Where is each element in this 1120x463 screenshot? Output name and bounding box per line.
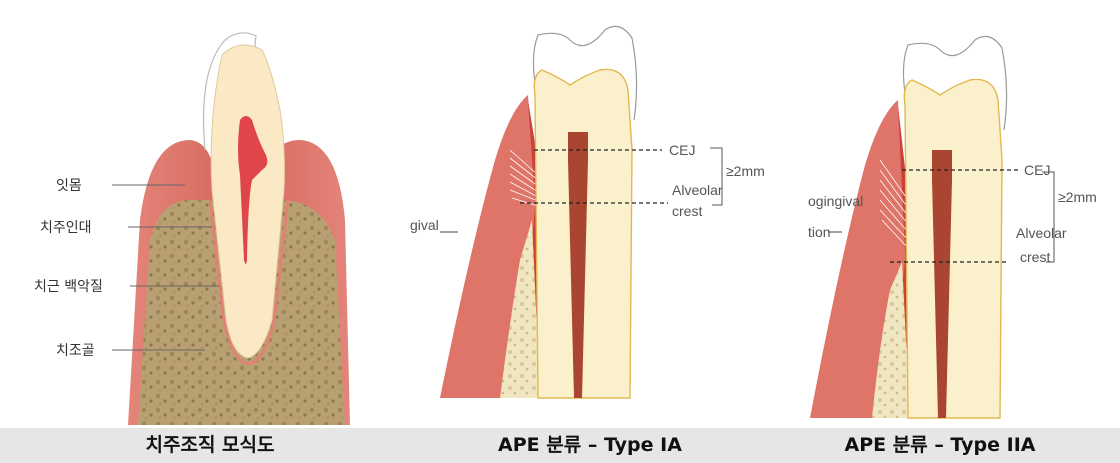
- label-bone: 치조골: [56, 343, 95, 359]
- label-margin-1: ogingival: [808, 193, 863, 209]
- caption-type-iia: APE 분류 – Type IIA: [800, 430, 1080, 460]
- label-crest: crest: [1020, 249, 1050, 265]
- periodontium-diagram-panel: 잇몸 치주인대 치근 백악질 치조골: [0, 0, 410, 428]
- label-gingiva: 잇몸: [56, 178, 82, 194]
- label-cej: CEJ: [669, 142, 695, 158]
- periodontium-diagram: 잇몸 치주인대 치근 백악질 치조골: [0, 0, 410, 428]
- ape-type-iia-diagram: CEJ Alveolar crest ≥2mm ogingival tion: [780, 0, 1120, 428]
- label-margin: gival: [410, 217, 439, 233]
- tooth-shape: [904, 79, 1002, 418]
- ape-type-iia-panel: CEJ Alveolar crest ≥2mm ogingival tion: [780, 0, 1120, 428]
- ape-type-ia-panel: CEJ Alveolar crest ≥2mm gival: [410, 0, 780, 428]
- ape-type-ia-diagram: CEJ Alveolar crest ≥2mm gival: [410, 0, 780, 428]
- caption-periodontium: 치주조직 모식도: [80, 430, 340, 460]
- label-distance: ≥2mm: [1058, 189, 1097, 205]
- label-alveolar: Alveolar: [1016, 225, 1067, 241]
- label-cej: CEJ: [1024, 162, 1050, 178]
- label-distance: ≥2mm: [726, 163, 765, 179]
- caption-type-ia: APE 분류 – Type IA: [450, 430, 730, 460]
- label-pdl: 치주인대: [40, 220, 92, 236]
- label-margin-2: tion: [808, 224, 831, 240]
- label-cementum: 치근 백악질: [34, 279, 103, 295]
- label-alveolar: Alveolar: [672, 182, 723, 198]
- label-crest: crest: [672, 203, 702, 219]
